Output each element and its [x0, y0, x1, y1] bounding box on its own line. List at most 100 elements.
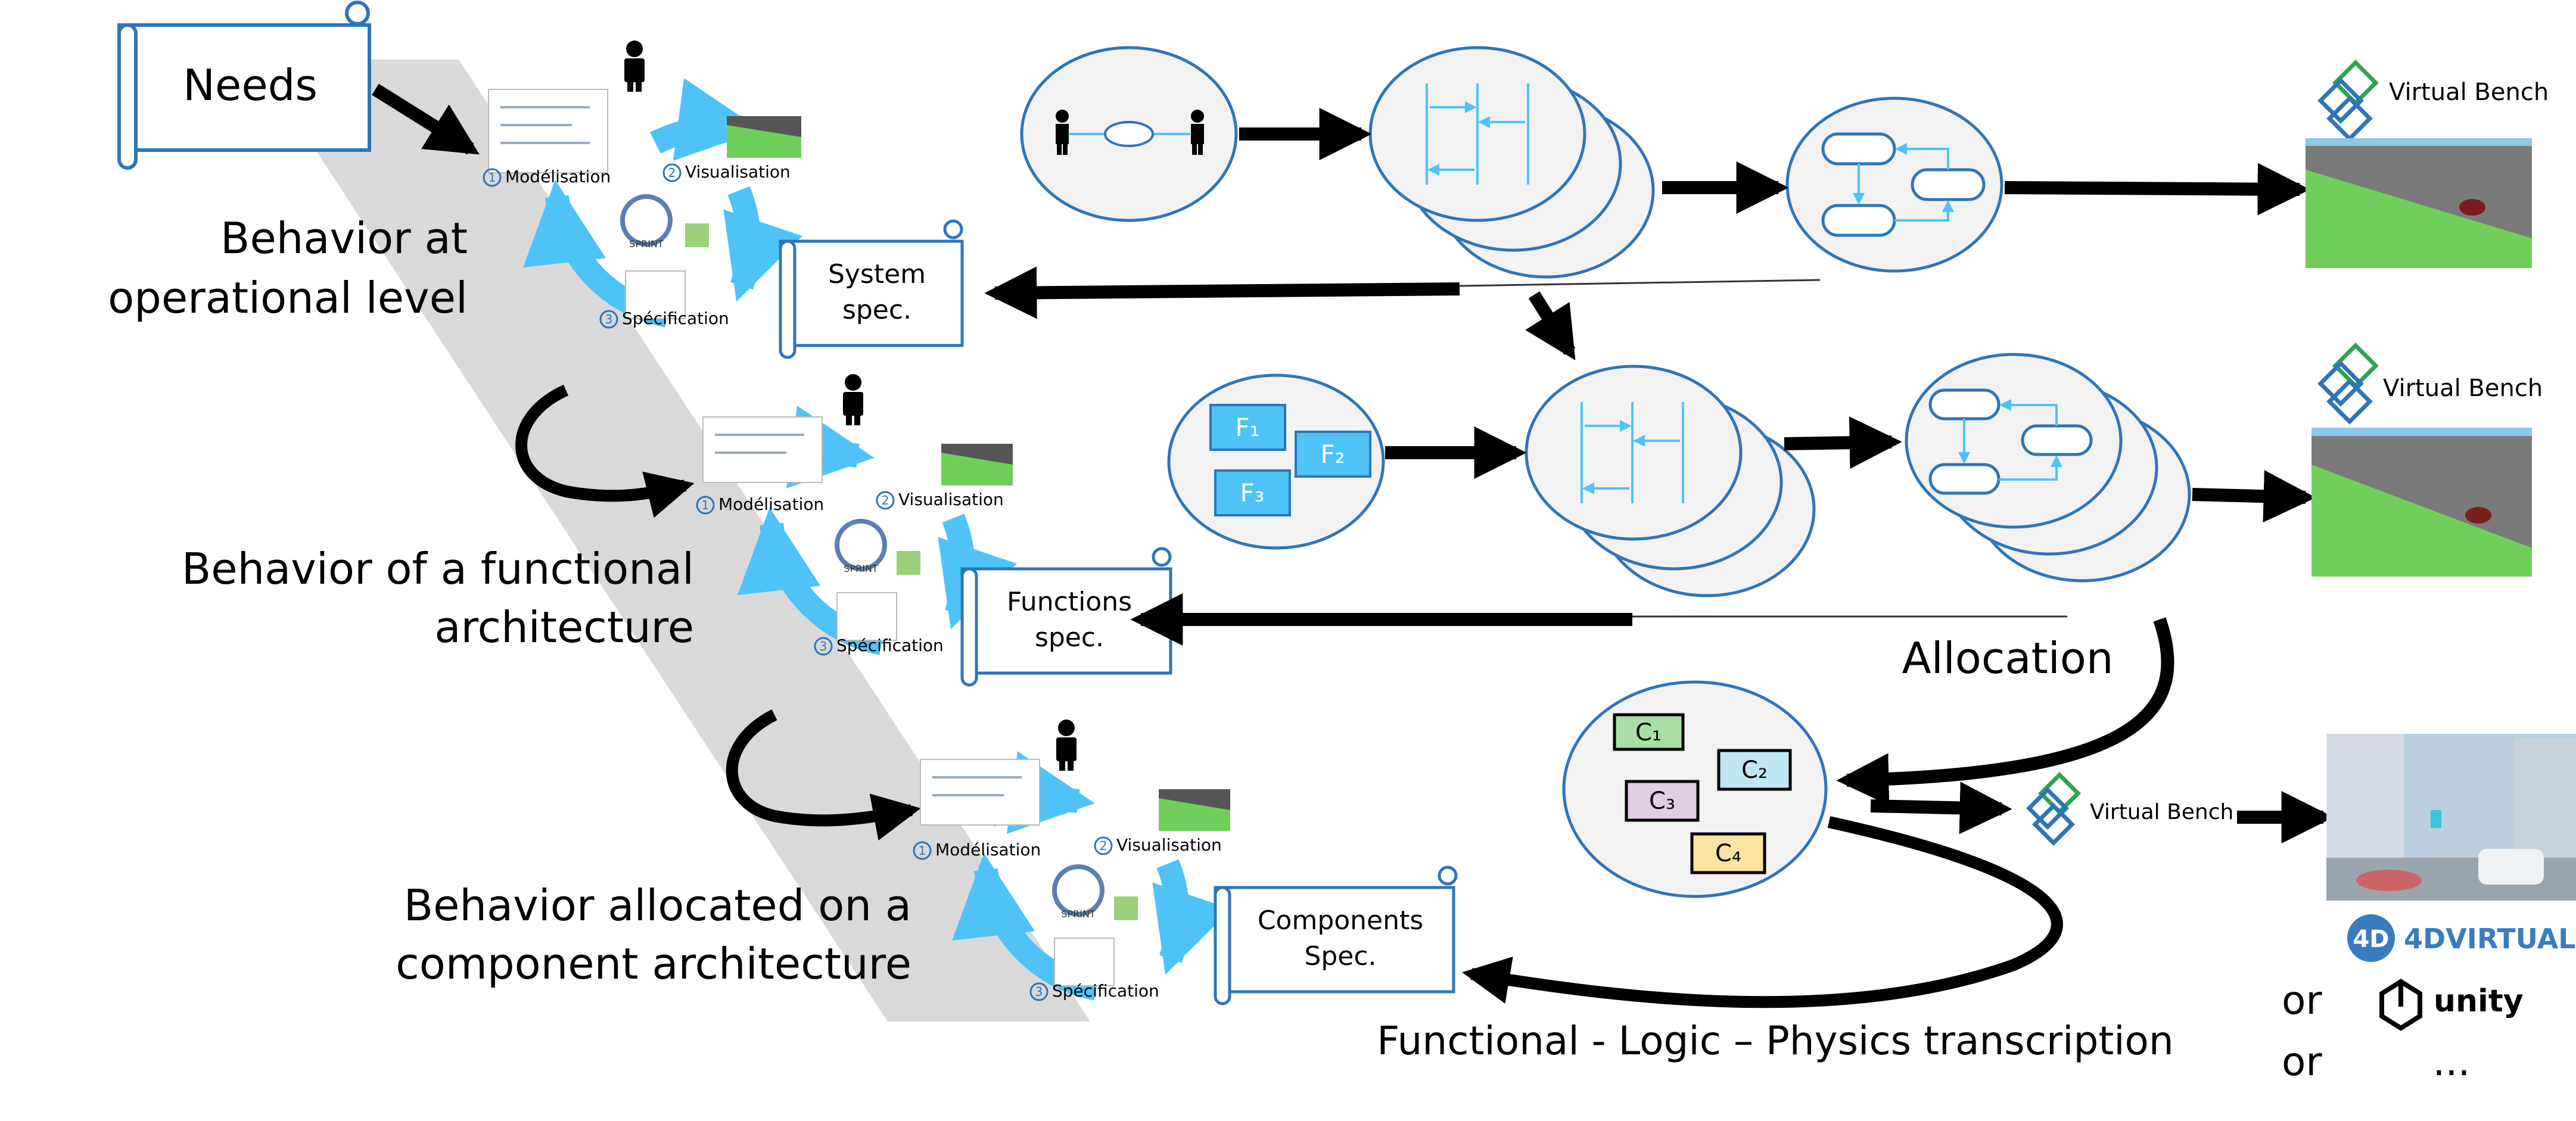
sequence-diagram-stack-1 [1368, 46, 1655, 279]
svg-text:SPRINT: SPRINT [629, 238, 664, 250]
model-thumbnail [920, 759, 1040, 826]
model-thumbnail [702, 416, 823, 483]
state-machine-stack-2 [1905, 353, 2191, 583]
svg-text:3: 3 [1035, 985, 1043, 999]
transition-arrow-1 [515, 384, 695, 518]
specification-label: Spécification [1052, 981, 1159, 1001]
modelisation-label: Modélisation [718, 494, 824, 514]
visualisation-label: Visualisation [1116, 835, 1222, 855]
level-3-line1: Behavior allocated on a [404, 880, 911, 930]
level-2-line1: Behavior of a functional [182, 544, 694, 594]
spec-thumbnail [836, 592, 897, 641]
virtual-bench-label: Virtual Bench [2090, 800, 2233, 824]
unity-logo: unity [2379, 979, 2524, 1031]
svg-text:1: 1 [919, 843, 926, 858]
svg-text:2: 2 [1100, 839, 1107, 853]
transcription-label: Functional - Logic – Physics transcripti… [1377, 1018, 2174, 1064]
transition-arrow-2 [726, 709, 921, 841]
flow-arrow [2004, 163, 2310, 216]
transcription-arrow [1462, 816, 2063, 1008]
refinement-arrow [1525, 291, 1576, 360]
components-ellipse: C₁ C₂ C₃ C₄ [1562, 680, 1828, 898]
visualisation-label: Visualisation [898, 490, 1004, 509]
level-2-line2: architecture [434, 602, 694, 652]
functions-spec-line2: spec. [1035, 622, 1104, 653]
components-spec-line2: Spec. [1304, 941, 1376, 971]
svg-text:F₂: F₂ [1321, 440, 1345, 469]
model-thumbnail [488, 89, 608, 173]
svg-text:2: 2 [882, 493, 889, 507]
virtual-bench-label: Virtual Bench [2389, 79, 2549, 106]
spec-thumbnail [625, 270, 686, 319]
components-spec-scroll: Components Spec. [1214, 865, 1458, 1005]
svg-text:F₃: F₃ [1240, 478, 1265, 507]
modelisation-label: Modélisation [935, 840, 1041, 860]
function-box-f1 [1209, 404, 1286, 451]
sprint-cycle-3: SPRINT 1 Modélisation 2 Visualisation 3 … [913, 720, 1232, 1001]
city-render [2326, 734, 2576, 901]
or-label-2: or [2282, 1039, 2322, 1085]
svg-text:SPRINT: SPRINT [844, 563, 878, 574]
system-spec-line1: System [828, 259, 926, 289]
level-1-line1: Behavior at [220, 213, 468, 263]
spec-thumbnail [1054, 938, 1115, 986]
flow-arrow [2192, 470, 2316, 523]
level-1-line2: operational level [108, 273, 468, 323]
allocation-arrow [1836, 617, 2174, 806]
state-machine-1 [1785, 96, 2003, 273]
components-spec-line1: Components [1258, 905, 1423, 936]
system-spec-line2: spec. [842, 295, 911, 325]
svg-text:C₁: C₁ [1635, 719, 1662, 746]
svg-text:1: 1 [489, 170, 496, 185]
sprint-cycle-2: SPRINT 1 Modélisation 2 Visualisation 3 … [696, 374, 1018, 656]
svg-text:F₁: F₁ [1236, 413, 1260, 442]
process-band [256, 60, 1090, 1022]
flow-arrow [1784, 416, 1902, 469]
person-icon [1056, 720, 1077, 771]
functions-ellipse: F₁ F₂ F₃ [1167, 373, 1385, 550]
svg-text:SPRINT: SPRINT [1061, 908, 1096, 920]
svg-text:4D: 4D [2353, 926, 2389, 953]
feedback-line [1459, 279, 1821, 287]
component-box-c3 [1625, 780, 1700, 822]
or-label-1: or [2282, 977, 2322, 1023]
feedback-arrow-system-spec [984, 266, 1460, 319]
modelisation-label: Modélisation [505, 167, 611, 186]
person-icon [624, 41, 645, 92]
sequence-diagram-stack-2 [1525, 365, 1816, 597]
allocation-label: Allocation [1902, 633, 2114, 683]
component-box-c1 [1613, 713, 1685, 751]
4dvirtualiz-label: 4DVIRTUALIZ [2404, 923, 2576, 955]
svg-text:3: 3 [820, 639, 827, 653]
virtual-bench-logo: Virtual Bench [2026, 771, 2233, 846]
needs-scroll: Needs [117, 1, 371, 170]
needs-label: Needs [183, 60, 318, 110]
flow-arrow [1870, 781, 2012, 834]
level-3-line2: component architecture [396, 939, 911, 989]
simulation-render-1 [2306, 138, 2532, 268]
simulation-render-2 [2311, 428, 2532, 577]
component-box-c2 [1717, 749, 1792, 791]
virtual-bench-label: Virtual Bench [2383, 375, 2543, 402]
person-icon [843, 374, 863, 425]
sprint-logo [835, 519, 887, 571]
function-box-f3 [1214, 469, 1291, 516]
component-box-c4 [1690, 832, 1766, 874]
svg-text:1: 1 [702, 498, 710, 512]
virtual-bench-logo: Virtual Bench [2317, 342, 2543, 425]
svg-text:C₃: C₃ [1649, 787, 1675, 815]
sprint-logo [620, 194, 673, 247]
virtual-bench-logo: Virtual Bench [2317, 60, 2549, 142]
ellipsis-label: ... [2433, 1039, 2471, 1085]
needs-arrow [372, 83, 480, 155]
system-spec-scroll: System spec. [779, 219, 964, 359]
unity-label: unity [2434, 983, 2524, 1019]
svg-text:3: 3 [605, 312, 613, 326]
svg-text:2: 2 [668, 166, 676, 180]
svg-text:C₂: C₂ [1741, 756, 1768, 784]
4dvirtualiz-logo: 4D 4DVIRTUALIZ [2347, 914, 2576, 962]
function-box-f2 [1295, 431, 1371, 478]
functions-spec-scroll: Functions spec. [960, 547, 1172, 687]
specification-label: Spécification [836, 636, 944, 655]
specification-label: Spécification [622, 309, 729, 328]
